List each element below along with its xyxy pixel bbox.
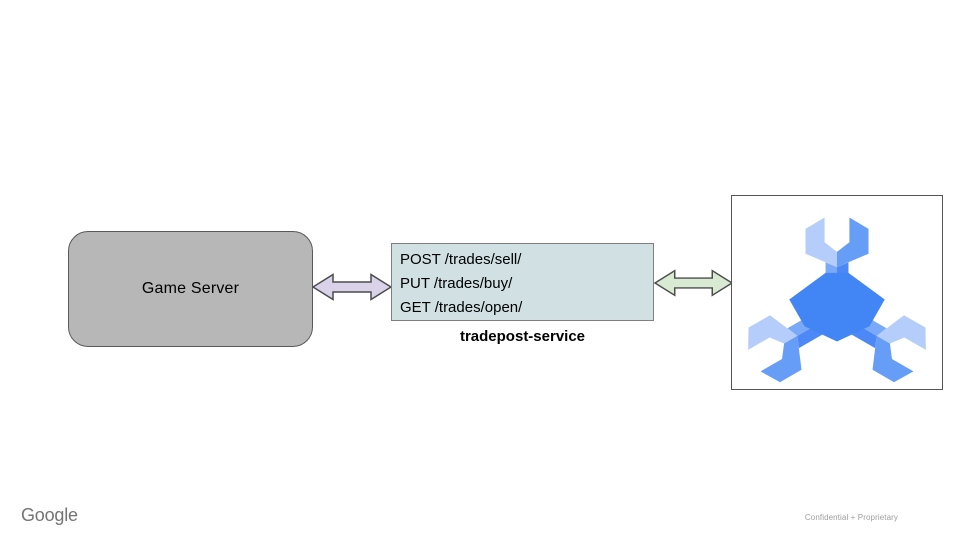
double-arrow-right <box>653 269 734 302</box>
tradepost-service-node: POST /trades/sell/ PUT /trades/buy/ GET … <box>391 243 654 321</box>
game-server-node: Game Server <box>68 231 313 347</box>
tradepost-service-label: tradepost-service <box>459 328 586 345</box>
confidential-note: Confidential + Proprietary <box>804 513 898 522</box>
game-server-label: Game Server <box>141 280 240 297</box>
google-logo: Google <box>21 505 78 525</box>
endpoint-post: POST /trades/sell/ <box>400 251 522 268</box>
endpoint-get: GET /trades/open/ <box>400 299 523 316</box>
spanner-image-frame <box>731 195 943 390</box>
cloud-spanner-icon <box>738 217 936 388</box>
endpoint-put: PUT /trades/buy/ <box>400 275 513 292</box>
double-arrow-left <box>311 273 393 306</box>
double-arrow-icon <box>311 273 393 301</box>
double-arrow-icon <box>653 269 734 297</box>
